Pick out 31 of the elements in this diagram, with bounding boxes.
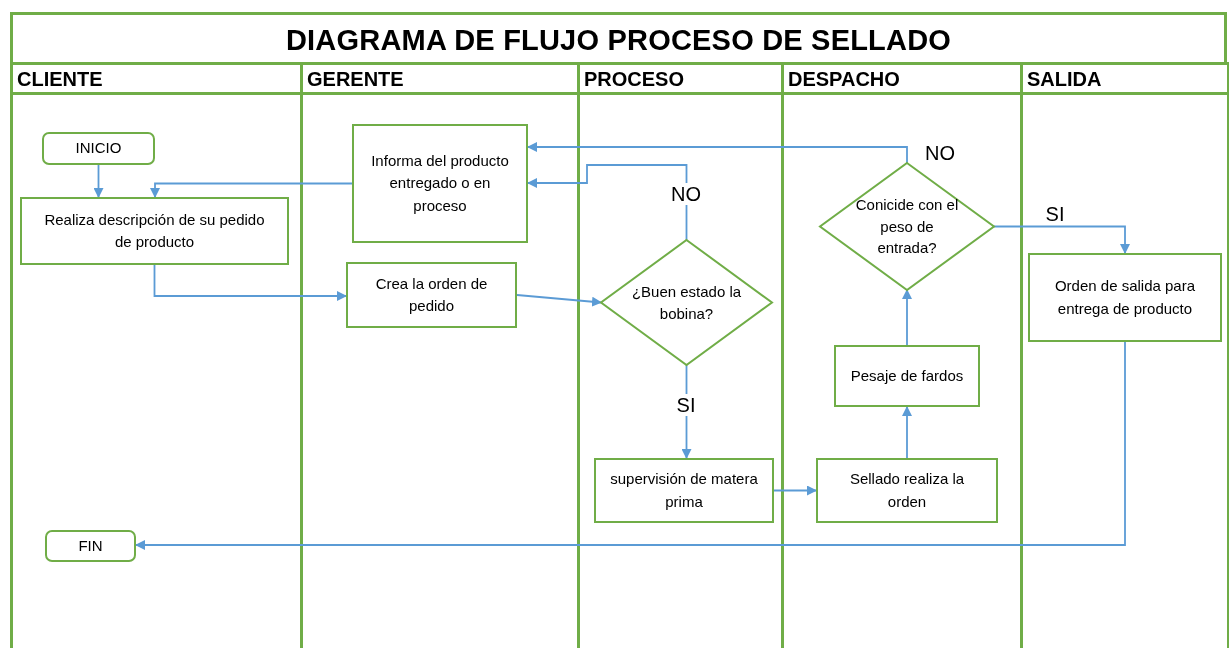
swimlane bbox=[10, 62, 303, 648]
swimlane bbox=[1020, 62, 1229, 648]
connector-arrow bbox=[135, 341, 1126, 550]
terminal-box: FIN bbox=[45, 530, 136, 562]
process-box: Pesaje de fardos bbox=[834, 345, 980, 407]
process-box: Crea la orden de pedido bbox=[346, 262, 517, 328]
connector-arrow bbox=[902, 289, 912, 346]
process-box: Orden de salida para entrega de producto bbox=[1028, 253, 1222, 342]
connector-arrow bbox=[93, 164, 104, 198]
connector-arrow bbox=[993, 225, 1130, 254]
decision-diamond: ¿Buen estado la bobina? bbox=[601, 240, 772, 365]
connector-arrow bbox=[773, 485, 817, 496]
lane-heading: SALIDA bbox=[1023, 65, 1227, 95]
connector-arrow bbox=[527, 142, 908, 164]
lane-heading: CLIENTE bbox=[13, 65, 300, 95]
process-box: Realiza descripción de su pedido de producto bbox=[20, 197, 289, 265]
lane-heading: DESPACHO bbox=[784, 65, 1020, 95]
diagram-title: DIAGRAMA DE FLUJO PROCESO DE SELLADO bbox=[285, 23, 952, 57]
process-box: Sellado realiza la orden bbox=[816, 458, 998, 523]
connector-arrow bbox=[527, 164, 688, 241]
connector-arrow bbox=[516, 294, 602, 307]
connector-arrow bbox=[150, 182, 353, 198]
lane-heading: PROCESO bbox=[580, 65, 781, 95]
edge-label: NO bbox=[669, 183, 703, 205]
connector-arrow bbox=[902, 406, 912, 459]
connector-arrow bbox=[153, 264, 347, 301]
terminal-box: INICIO bbox=[42, 132, 155, 165]
process-box: Informa del producto entregado o en proceso bbox=[352, 124, 528, 243]
decision-diamond: Conicide con el peso de entrada? bbox=[820, 163, 994, 290]
process-box: supervisión de matera prima bbox=[594, 458, 774, 523]
lane-heading: GERENTE bbox=[303, 65, 577, 95]
